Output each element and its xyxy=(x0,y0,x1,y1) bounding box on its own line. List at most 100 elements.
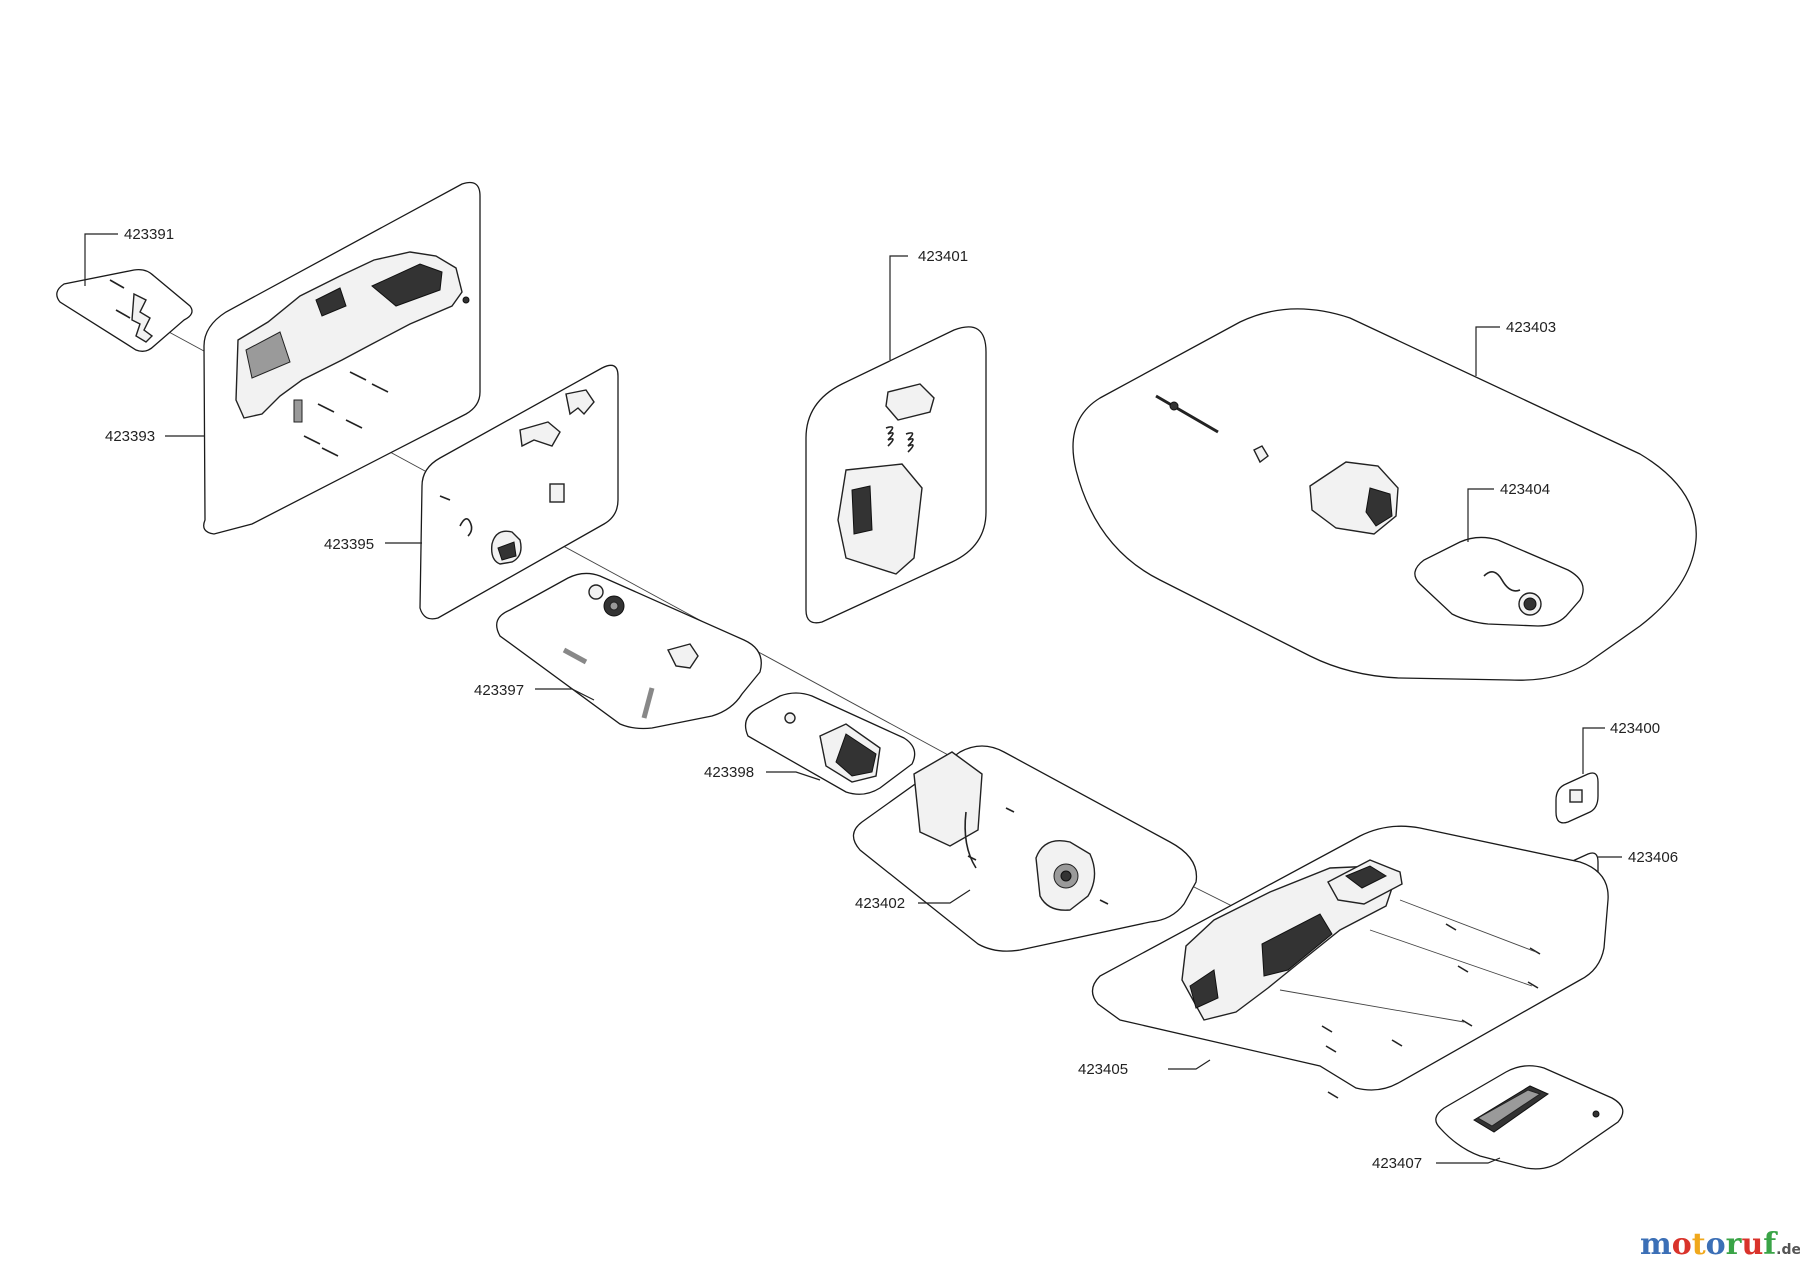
wire xyxy=(964,811,977,869)
plate-423391 xyxy=(56,268,193,352)
sleeve xyxy=(293,399,303,423)
switch-block xyxy=(549,483,565,503)
vent-cover-mesh xyxy=(1476,1089,1542,1127)
oil-tank-window xyxy=(1365,487,1393,527)
watermark-letter: r xyxy=(1726,1227,1743,1262)
contact-cap xyxy=(885,383,935,421)
group-423391 xyxy=(56,268,193,352)
watermark-letter: u xyxy=(1741,1227,1763,1262)
leader-lines xyxy=(84,233,1622,1164)
screw-axis xyxy=(1399,899,1537,953)
drive-gear-hub xyxy=(609,601,619,611)
guide-pin xyxy=(562,647,588,665)
oil-pump-rod xyxy=(1155,394,1219,434)
part-number-423402: 423402 xyxy=(855,895,905,912)
plate-423395 xyxy=(419,364,619,620)
watermark-letter: t xyxy=(1692,1227,1706,1262)
lock-lever xyxy=(565,389,595,416)
trigger-cover-detail xyxy=(497,541,517,561)
leader-423398 xyxy=(766,771,821,781)
guide-pin xyxy=(641,687,655,719)
chain-tensioner-clip xyxy=(131,292,154,343)
cap-strap xyxy=(1483,571,1521,592)
group-423405 xyxy=(1091,825,1609,1099)
watermark-letter: m xyxy=(1640,1227,1672,1262)
group-423401 xyxy=(805,326,987,624)
battery-holder-label xyxy=(851,485,873,535)
screw xyxy=(109,279,125,289)
part-number-423391: 423391 xyxy=(124,226,174,243)
part-number-423401: 423401 xyxy=(918,248,968,265)
screw xyxy=(349,371,367,381)
plate-423402 xyxy=(852,745,1198,952)
leader-423391 xyxy=(84,233,118,286)
bearing xyxy=(588,584,604,600)
part-number-423404: 423404 xyxy=(1500,481,1550,498)
screw xyxy=(303,435,321,445)
leader-423405 xyxy=(1168,1059,1211,1070)
contact-spring xyxy=(885,426,894,447)
housing-rib xyxy=(315,287,347,317)
plate-423407 xyxy=(1435,1065,1624,1170)
chain-brake-part xyxy=(666,643,699,669)
group-423395 xyxy=(419,364,619,620)
part-number-labels: 423391 423393 423395 423397 423398 42340… xyxy=(105,226,1678,1172)
screw xyxy=(321,447,339,457)
motoruf-watermark-logo: motoruf.de xyxy=(1640,1227,1800,1262)
screw xyxy=(1457,965,1469,973)
washer xyxy=(784,712,796,724)
screw xyxy=(1327,1091,1339,1099)
screw-axis xyxy=(1369,929,1533,987)
part-number-423398: 423398 xyxy=(704,764,754,781)
plate-423397 xyxy=(496,572,762,730)
group-423398 xyxy=(744,692,916,795)
oil-pump-seal xyxy=(1169,401,1179,411)
watermark-letter: o xyxy=(1672,1227,1692,1262)
housing-motor-mount xyxy=(245,331,291,379)
screw xyxy=(1325,1045,1337,1053)
end-shield-hub xyxy=(1060,870,1072,882)
motor-bracket xyxy=(913,751,983,847)
screw xyxy=(1099,899,1109,905)
leader-423402 xyxy=(918,889,971,904)
screw xyxy=(1527,981,1539,989)
screw xyxy=(1529,947,1541,955)
part-number-423400: 423400 xyxy=(1610,720,1660,737)
rear-handle-grip xyxy=(1345,865,1388,889)
housing-vent-grille xyxy=(1261,913,1333,977)
trigger xyxy=(519,421,561,448)
part-number-423393: 423393 xyxy=(105,428,155,445)
screw xyxy=(1461,1019,1473,1027)
group-423402 xyxy=(852,745,1198,952)
screw xyxy=(1321,1025,1333,1033)
screw xyxy=(317,403,335,413)
part-number-423403: 423403 xyxy=(1506,319,1556,336)
leader-423401 xyxy=(889,255,908,360)
watermark-wordmark: motoruf.de xyxy=(1640,1227,1800,1262)
nut xyxy=(462,296,470,304)
part-number-423406: 423406 xyxy=(1628,849,1678,866)
screw-axis xyxy=(1279,989,1465,1023)
leader-423400 xyxy=(1582,727,1605,774)
group-423393 xyxy=(203,181,481,535)
screw xyxy=(115,309,131,319)
part-number-423407: 423407 xyxy=(1372,1155,1422,1172)
screw xyxy=(1391,1039,1403,1047)
group-423407 xyxy=(1435,1065,1624,1170)
housing-front-detail xyxy=(1189,969,1219,1009)
watermark-letter: o xyxy=(1706,1227,1726,1262)
contact-spring xyxy=(905,432,914,453)
group-423404 xyxy=(1414,536,1584,627)
pin xyxy=(439,495,451,501)
motor-fan xyxy=(835,733,877,777)
watermark-letter: f xyxy=(1763,1227,1778,1262)
part-number-423397: 423397 xyxy=(474,682,524,699)
screw xyxy=(371,383,389,393)
screw xyxy=(1592,1110,1600,1118)
leader-423397 xyxy=(535,688,595,701)
leader-423403 xyxy=(1475,326,1500,376)
housing-grip-detail xyxy=(371,263,443,307)
leader-423407 xyxy=(1436,1157,1501,1164)
spring xyxy=(459,518,473,537)
